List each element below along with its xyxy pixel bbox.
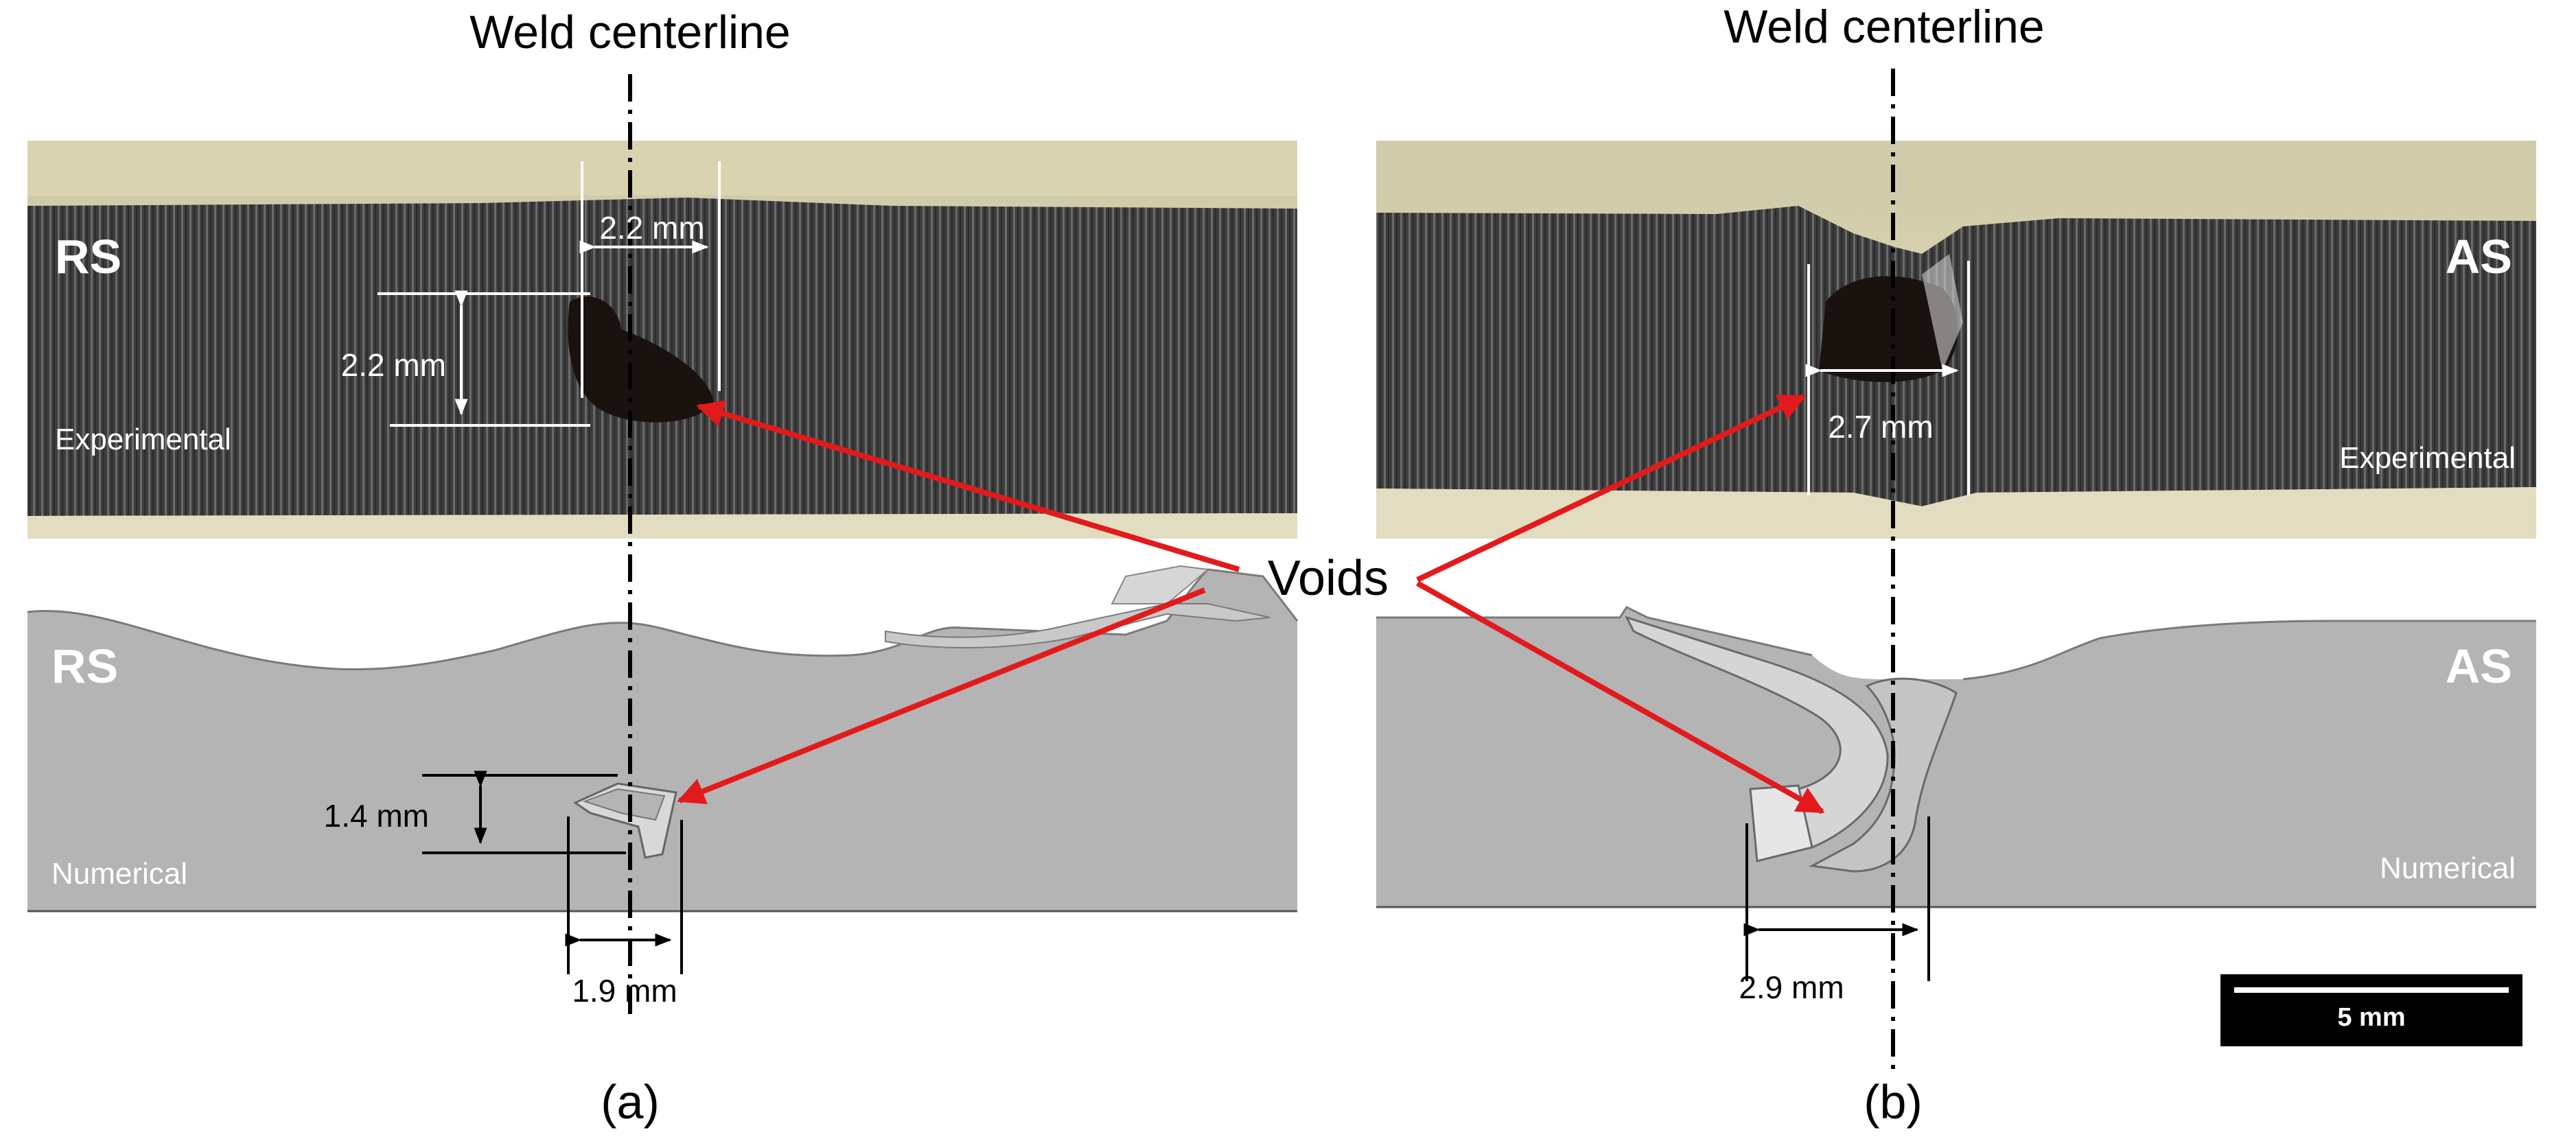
scale-bar-label: 5 mm <box>2337 1003 2405 1032</box>
dim-num-width-a <box>565 816 683 974</box>
scale-bar: 5 mm <box>2220 974 2522 1046</box>
numerical-label-b: Numerical <box>2380 851 2516 885</box>
dim-num-height-label-a: 1.4 mm <box>324 798 429 834</box>
side-label-exp-b: AS <box>2446 230 2512 283</box>
experimental-image-a <box>27 141 1297 539</box>
experimental-label-b: Experimental <box>2339 441 2516 475</box>
void-experimental-b <box>1819 276 1958 382</box>
arrow-to-num-void-b <box>1416 580 1825 814</box>
numerical-model-b <box>1376 606 2536 908</box>
void-experimental-a <box>568 296 714 423</box>
dim-exp-width-b <box>1805 261 1970 495</box>
side-label-num-b: AS <box>2446 639 2512 693</box>
panel-b: Weld centerline AS AS Experimental Numer… <box>1376 1 2536 1129</box>
experimental-label-a: Experimental <box>55 423 231 456</box>
side-label-num-a: RS <box>51 639 118 693</box>
arrow-to-exp-void-b <box>1416 394 1807 583</box>
numerical-model-a <box>27 565 1299 913</box>
side-label-exp-a: RS <box>55 230 121 283</box>
centerline-label-a: Weld centerline <box>469 6 790 58</box>
dim-num-width-label-b: 2.9 mm <box>1739 969 1844 1005</box>
dim-num-width-label-a: 1.9 mm <box>572 973 677 1009</box>
centerline-label-b: Weld centerline <box>1724 1 2044 53</box>
arrow-to-num-void-a <box>677 587 1206 805</box>
arrow-to-exp-void-a <box>696 400 1240 572</box>
caption-b: (b) <box>1864 1075 1923 1129</box>
panel-a: Weld centerline RS RS Experimental Numer… <box>27 6 1299 1129</box>
experimental-image-b <box>1376 141 2536 539</box>
dim-exp-height-a <box>378 290 590 427</box>
dim-num-width-b <box>1743 816 1930 981</box>
dim-exp-width-label-a: 2.2 mm <box>599 210 704 246</box>
dim-exp-width-a <box>579 161 721 398</box>
dim-exp-width-label-b: 2.7 mm <box>1828 409 1933 445</box>
numerical-label-a: Numerical <box>51 857 187 891</box>
voids-callout: Voids <box>677 394 1825 814</box>
dim-exp-height-label-a: 2.2 mm <box>341 347 446 383</box>
caption-a: (a) <box>601 1075 660 1129</box>
voids-label: Voids <box>1268 551 1389 606</box>
dim-num-height-a <box>422 771 626 854</box>
